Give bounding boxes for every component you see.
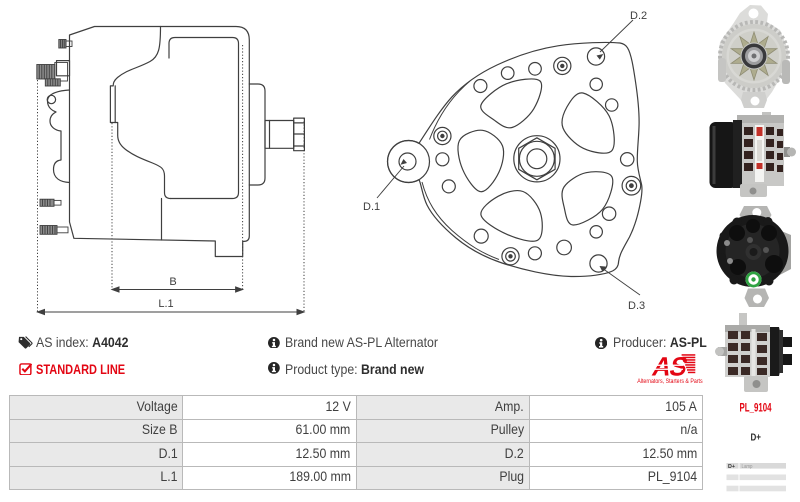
svg-text:D+: D+ [728, 464, 735, 470]
svg-text:Alternators, Starters & Parts: Alternators, Starters & Parts [637, 378, 702, 385]
svg-text:AS: AS [650, 352, 690, 382]
svg-text:PL_9104: PL_9104 [740, 402, 772, 414]
svg-text:D.3: D.3 [628, 300, 645, 312]
svg-text:Lamp: Lamp [742, 464, 753, 470]
svg-text:D.2: D.2 [630, 10, 647, 22]
svg-text:B: B [169, 276, 176, 288]
svg-text:L.1: L.1 [158, 298, 173, 310]
svg-text:D+: D+ [751, 432, 762, 444]
svg-text:D.1: D.1 [363, 201, 380, 213]
